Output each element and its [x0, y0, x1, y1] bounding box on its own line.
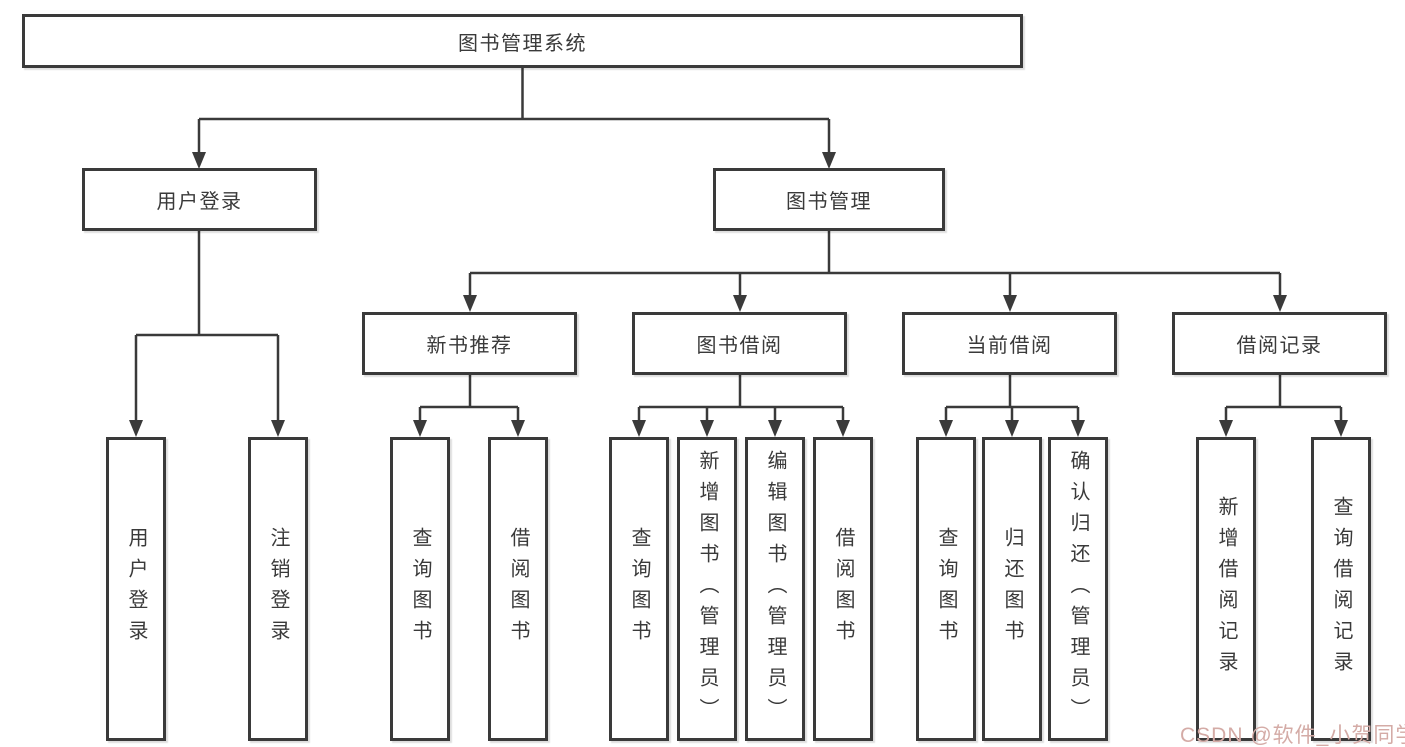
- node-user-login: 用户登录: [82, 168, 317, 231]
- node-book-borrowing: 图书借阅: [632, 312, 847, 375]
- node-confirm-return-admin: 确认归还（管理员）: [1048, 437, 1108, 741]
- node-current-borrowing: 当前借阅: [902, 312, 1117, 375]
- node-query-books: 查询图书: [390, 437, 450, 741]
- node-borrow-books: 借阅图书: [488, 437, 548, 741]
- node-return-books: 归还图书: [982, 437, 1042, 741]
- node-query-borrow-record: 查询借阅记录: [1311, 437, 1371, 741]
- node-user-login-leaf: 用户登录: [106, 437, 166, 741]
- watermark: CSDN @软件_小贺同学: [1180, 724, 1405, 747]
- node-query-books: 查询图书: [916, 437, 976, 741]
- node-library-system: 图书管理系统: [22, 14, 1023, 68]
- node-logout: 注销登录: [248, 437, 308, 741]
- node-query-books: 查询图书: [609, 437, 669, 741]
- arrowheads: [129, 152, 1348, 437]
- node-new-book-recommend: 新书推荐: [362, 312, 577, 375]
- node-add-borrow-record: 新增借阅记录: [1196, 437, 1256, 741]
- node-borrowing-records: 借阅记录: [1172, 312, 1387, 375]
- node-add-book-admin: 新增图书（管理员）: [677, 437, 737, 741]
- node-book-management: 图书管理: [713, 168, 945, 231]
- node-borrow-books: 借阅图书: [813, 437, 873, 741]
- node-edit-book-admin: 编辑图书（管理员）: [745, 437, 805, 741]
